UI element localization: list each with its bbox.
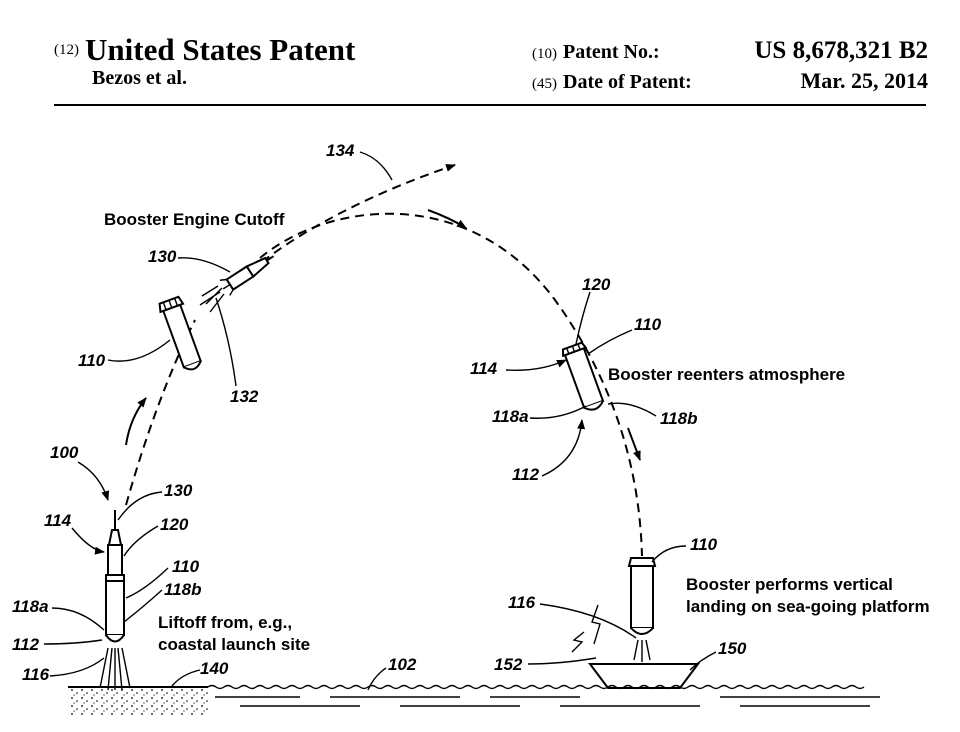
ref-134: 134 [326,141,355,160]
caption-landing-1: Booster performs vertical [686,575,893,594]
ascent-arrow [125,397,147,446]
launch-site-ground-140 [68,687,208,715]
sea-platform-150 [588,663,700,689]
leader-112-right [541,419,586,477]
descent-trajectory [259,212,643,557]
cutoff-exhaust [199,285,225,313]
ref-110-land: 110 [690,535,718,554]
leader-100 [77,461,110,501]
patent-number: US 8,678,321 B2 [754,37,928,64]
header-rule [54,104,926,106]
caption-cutoff: Booster Engine Cutoff [104,210,285,229]
ref-100: 100 [50,443,79,462]
ref-130-top: 130 [148,247,177,266]
ref-110-ground: 110 [172,557,200,576]
booster-110-landing [627,557,657,662]
ref-132: 132 [230,387,259,406]
doc-code: (12) [54,42,79,58]
ref-112-right: 112 [512,465,540,484]
ref-152: 152 [494,655,523,674]
leader-120-ground [123,525,159,557]
ref-118b-right: 118b [660,409,698,428]
booster-110-cutoff [158,295,202,371]
patent-number-label: (10) Patent No.: [532,40,660,66]
leader-112-ground [43,639,103,645]
ref-110-right: 110 [634,315,662,334]
patent-number-label-text: Patent No.: [563,41,660,63]
sea-surface-102 [207,684,865,690]
leader-150 [689,651,717,671]
caption-landing-2: landing on sea-going platform [686,597,930,616]
leader-110-land [651,545,687,563]
leader-114-right [505,359,567,371]
date-label-text: Date of Patent: [563,71,692,93]
leader-110-right [587,329,633,355]
leader-120-right [575,291,591,345]
leader-130-ground [117,491,163,521]
leader-118a-right [529,405,587,419]
leader-114-ground [71,527,105,555]
caption-reenter: Booster reenters atmosphere [608,365,845,384]
ref-114-right: 114 [470,359,498,378]
leader-130-top [177,257,231,273]
inventors: Bezos et al. [92,67,187,89]
leader-152 [527,657,597,665]
ref-116-land: 116 [508,593,536,612]
patent-number-code: (10) [532,46,557,62]
launch-vehicle-100 [99,510,131,691]
ref-120-ground: 120 [160,515,189,534]
leader-116-land [539,603,637,639]
ref-130-ground: 130 [164,481,193,500]
upper-stage-130 [219,255,275,296]
ref-114-ground: 114 [44,511,72,530]
leader-132 [215,297,237,387]
ref-118a-right: 118a [492,407,529,426]
descent-arrow [627,427,641,461]
date-of-patent-label: (45) Date of Patent: [532,70,692,96]
caption-liftoff-1: Liftoff from, e.g., [158,613,292,632]
leader-102 [367,667,387,691]
lightning-152 [571,604,601,653]
upper-stage-trajectory [261,164,456,263]
leader-118b-right [607,402,657,417]
booster-110-reentry [561,341,605,411]
coast-arrow [427,209,467,229]
ref-118b-ground: 118b [164,580,202,599]
leader-140 [171,669,201,687]
ref-110-left: 110 [78,351,106,370]
ref-112-ground: 112 [12,635,40,654]
leader-110-ground [125,567,169,599]
ref-150: 150 [718,639,747,658]
leader-118a-ground [51,607,105,631]
leader-116-ground [49,657,105,677]
date-code: (45) [532,76,557,92]
doc-type: United States Patent [85,32,356,67]
date-of-patent: Mar. 25, 2014 [800,68,928,93]
water-lines [215,696,880,707]
leader-110-left [107,339,171,362]
ref-102: 102 [388,655,417,674]
ref-120-right: 120 [582,275,611,294]
ref-116-ground: 116 [22,665,50,684]
ref-118a-ground: 118a [12,597,49,616]
leader-134 [359,151,393,181]
leader-118b-ground [123,589,163,623]
patent-title: (12) United States Patent [54,32,355,74]
ref-140: 140 [200,659,229,678]
caption-liftoff-2: coastal launch site [158,635,310,654]
